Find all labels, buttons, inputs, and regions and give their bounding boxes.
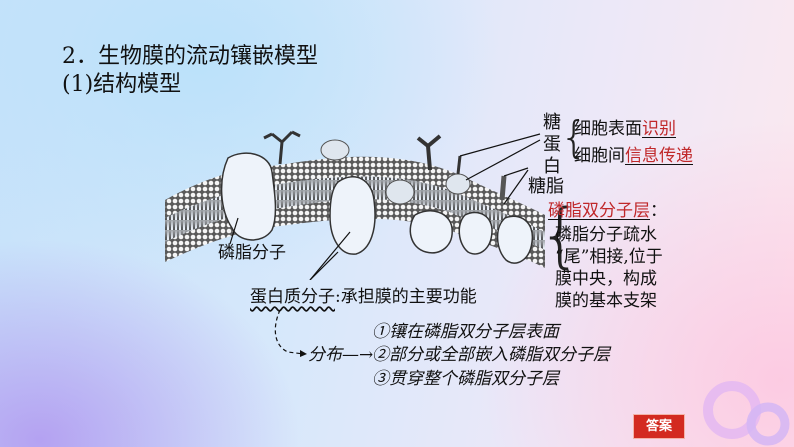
glycoprotein-char-3: 白 [543, 156, 561, 177]
colon: ： [650, 201, 667, 221]
answer-signaling: 信息传递 [625, 146, 693, 166]
right-arrow-icon: —→ [342, 345, 374, 365]
glycoprotein-brace: { [560, 112, 588, 163]
protein-term: 蛋白质分子 [250, 287, 335, 307]
answer-button[interactable]: 答案 [633, 414, 685, 439]
glycoprotein-char-1: 糖 [543, 112, 561, 133]
fn1-prefix: 细胞表面 [574, 119, 642, 139]
bilayer-desc-4: 膜的基本支架 [555, 291, 657, 311]
bilayer-desc-2: “尾”相接,位于 [555, 247, 663, 267]
distribution-item-1: ①镶在磷脂双分子层表面 [372, 322, 559, 342]
bilayer-desc-3: 膜中央，构成 [555, 269, 657, 289]
answer-bilayer: 磷脂双分子层 [548, 201, 650, 221]
distribution-text: 分布 [308, 345, 342, 365]
distribution-item-2: ②部分或全部嵌入磷脂双分子层 [372, 345, 610, 365]
distribution-label: 分布—→ [308, 344, 373, 367]
phospholipid-label: 磷脂分子 [218, 243, 286, 263]
bilayer-desc-1: 磷脂分子疏水 [555, 225, 657, 245]
bilayer-brace: { [538, 194, 583, 276]
protein-description: :承担膜的主要功能 [335, 287, 477, 307]
answer-recognition: 识别 [642, 119, 676, 139]
glycoprotein-char-2: 蛋 [543, 134, 561, 155]
dashed-arrow-icon [274, 309, 307, 357]
decorative-rings-icon [703, 381, 790, 446]
fn2-prefix: 细胞间 [574, 146, 625, 166]
glycoprotein-function-2: 细胞间信息传递 [574, 146, 693, 166]
slide-title: 2．生物膜的流动镶嵌模型 [62, 44, 318, 69]
distribution-item-3: ③贯穿整个磷脂双分子层 [372, 369, 559, 389]
protein-line: 蛋白质分子:承担膜的主要功能 [250, 287, 477, 307]
bilayer-answer-line: 磷脂双分子层： [548, 201, 667, 221]
glycoprotein-function-1: 细胞表面识别 [574, 119, 676, 139]
membrane-diagram [165, 130, 545, 280]
slide-subtitle: (1)结构模型 [62, 72, 182, 97]
glycoprotein-label: 糖 蛋 白 [543, 112, 563, 178]
glycolipid-label: 糖脂 [528, 176, 564, 197]
